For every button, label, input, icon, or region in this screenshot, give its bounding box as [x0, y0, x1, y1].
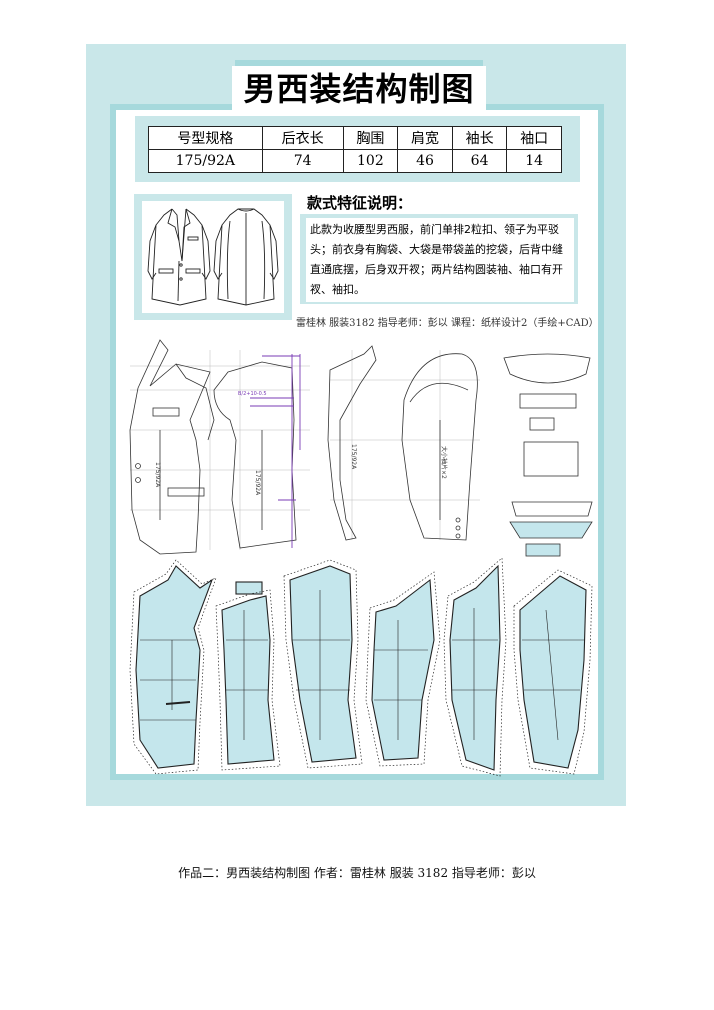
style-description-text: 此款为收腰型男西服，前门单排2粒扣、领子为平驳头；前衣身有胸袋、大袋是带袋盖的挖… [306, 218, 574, 302]
style-sketch-panel [142, 201, 284, 313]
sleeve-grain-label: 大小袖片×2 [440, 446, 448, 479]
figure-caption: 作品二：男西装结构制图 作者：雷桂林 服装 3182 指导老师：彭以 [178, 866, 536, 880]
spec-header-cell: 袖长 [451, 126, 508, 150]
spec-value-cell: 14 [506, 149, 562, 173]
spec-header-cell: 肩宽 [397, 126, 453, 150]
chest-formula-label: B/2+10-0.5 [238, 391, 267, 397]
poster-title: 男西装结构制图 [232, 66, 486, 112]
pattern-piece-top-sleeve [449, 564, 501, 771]
sleeve-grain-label-left: 175/92A [350, 444, 357, 470]
suit-flat-sketch [147, 208, 279, 306]
spec-header-cell: 号型规格 [148, 126, 263, 150]
front-grain-label: 175/92A [154, 462, 161, 488]
bodice-draft [129, 339, 310, 555]
pattern-piece-front [135, 565, 214, 769]
pattern-piece-back [289, 565, 357, 763]
small-parts [503, 353, 593, 557]
spec-header-row: 号型规格 后衣长 胸围 肩宽 袖长 袖口 [148, 126, 562, 150]
spec-value-cell: 64 [451, 149, 508, 173]
pattern-piece-facing [371, 578, 435, 761]
title-accent-bar [235, 60, 483, 68]
pattern-piece-side [221, 595, 275, 765]
piece-internal-lines [140, 590, 584, 741]
spec-value-cell: 74 [261, 149, 344, 173]
size-spec-table: 号型规格 后衣长 胸围 肩宽 袖长 袖口 175/92A 74 102 46 6… [148, 126, 562, 173]
pattern-piece-welt [235, 581, 263, 595]
style-description-heading: 款式特征说明： [307, 194, 413, 212]
author-course-line: 雷桂林 服装3182 指导老师：彭以 课程：纸样设计2（手绘+CAD） [296, 318, 599, 329]
pattern-piece-under-sleeve [519, 575, 587, 769]
spec-value-cell: 175/92A [148, 149, 263, 173]
seam-allowance-lines [129, 557, 593, 777]
sleeve-draft [327, 345, 480, 541]
cad-pattern-pieces [135, 564, 587, 771]
spec-value-cell: 46 [397, 149, 453, 173]
back-grain-label: 175/92A [254, 470, 261, 496]
spec-value-row: 175/92A 74 102 46 64 14 [148, 149, 562, 173]
